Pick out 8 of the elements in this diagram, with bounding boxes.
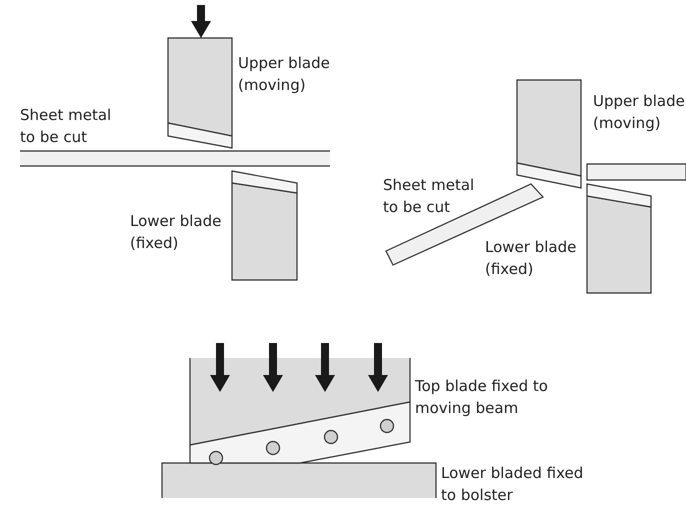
part-label: Lower blade (fixed) (485, 237, 578, 280)
part-label: Lower blade (fixed) (130, 211, 222, 254)
part-label: Top blade fixed to moving beam (415, 376, 549, 419)
part-label: Sheet metal to be cut (383, 175, 476, 218)
part-label: Lower bladed fixed to bolster (441, 463, 584, 506)
part-label: Upper blade (moving) (593, 91, 686, 134)
part-label: Sheet metal to be cut (20, 105, 112, 148)
part-label: Upper blade (moving) (238, 53, 331, 96)
